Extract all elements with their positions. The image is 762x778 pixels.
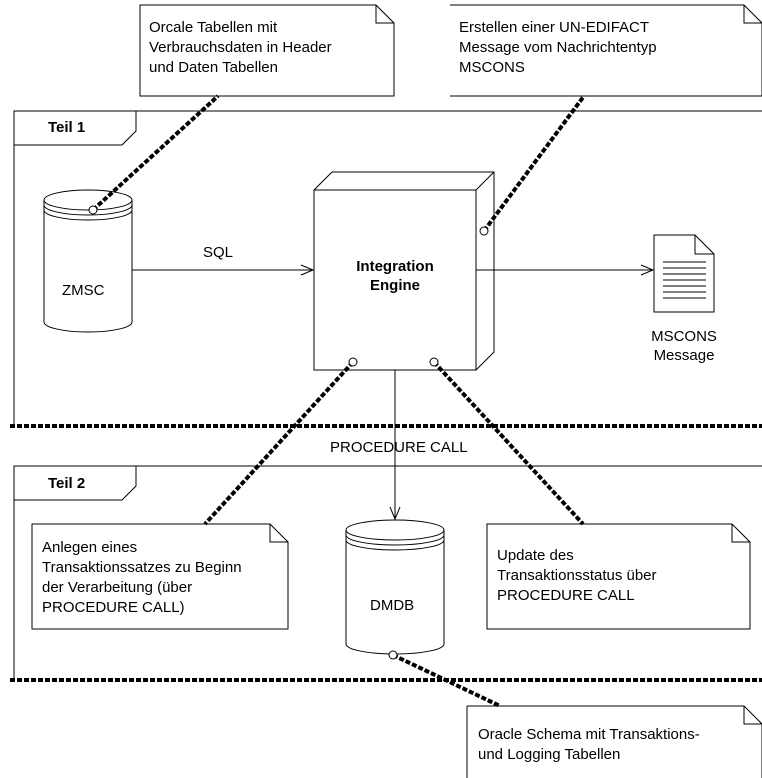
dmdb-database xyxy=(345,519,445,655)
teil1-tab xyxy=(14,111,137,146)
zmsc-label: ZMSC xyxy=(62,282,105,299)
note-anlegen xyxy=(31,523,289,630)
procedure-call-label: PROCEDURE CALL xyxy=(330,439,468,456)
engine-label-line1: Integration xyxy=(356,258,434,275)
anchor-circles xyxy=(88,205,489,660)
note-update xyxy=(486,523,751,630)
dmdb-label: DMDB xyxy=(370,597,415,614)
mscons-document-icon xyxy=(653,234,715,313)
teil1-frame xyxy=(13,110,762,425)
zmsc-database xyxy=(43,189,133,333)
sql-label: SQL xyxy=(203,244,234,261)
message-label-line1: MSCONS xyxy=(651,328,717,345)
note-oracle-tables xyxy=(139,4,395,97)
integration-engine-node xyxy=(313,171,495,371)
teil2-tab xyxy=(14,466,137,501)
teil2-label: Teil 2 xyxy=(48,475,86,492)
note-connectors xyxy=(91,94,586,708)
note-oracle-schema xyxy=(466,705,762,778)
teil1-label: Teil 1 xyxy=(48,119,86,136)
engine-label-line2: Engine xyxy=(369,277,420,294)
note-edifact xyxy=(450,4,762,97)
message-label-line2: Message xyxy=(653,347,715,364)
teil2-frame xyxy=(13,465,762,681)
